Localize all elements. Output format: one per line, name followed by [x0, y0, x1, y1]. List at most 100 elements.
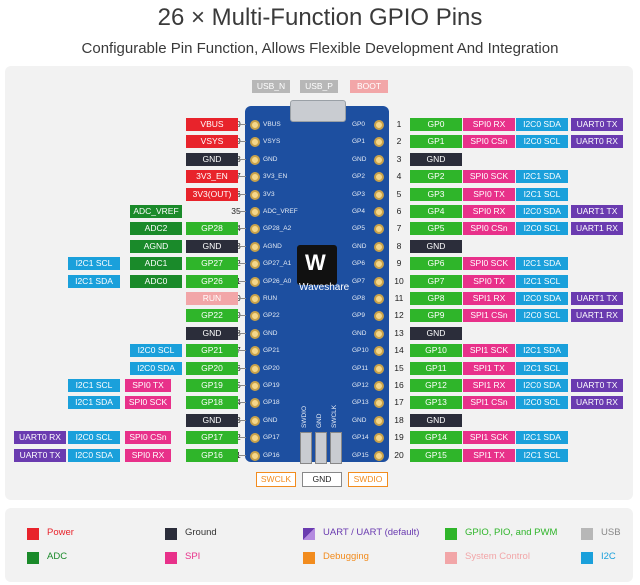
leader-line [238, 158, 246, 160]
left-pin-label-power: VSYS [186, 135, 238, 149]
right-pin-label-spi: SPI0 RX [463, 205, 515, 218]
leader-line [238, 419, 246, 421]
pin-number: 19 [394, 432, 404, 443]
right-pin-label-spi: SPI0 TX [463, 187, 515, 201]
pin-silk-label: GP13 [352, 399, 369, 407]
pin-pad [250, 154, 260, 165]
leader-line [238, 367, 246, 369]
right-pin-label-gpio: GP10 [410, 344, 462, 358]
pin-silk-label: GND [352, 329, 367, 337]
right-pin-label-i2c: I2C0 SCL [516, 396, 568, 410]
page-title: 26 × Multi-Function GPIO Pins [157, 4, 483, 31]
bottom-label-ground: GND [302, 472, 342, 487]
pin-number: 16 [394, 380, 404, 390]
left-pin-label-adc: ADC0 [130, 274, 182, 288]
usb-connector [290, 100, 346, 122]
left-pin-label-ground: GND [186, 413, 238, 427]
leader-line [238, 350, 246, 352]
right-pin-label-spi: SPI0 SCK [463, 170, 515, 184]
left-pin-label-adc: ADC1 [130, 257, 182, 271]
left-pin-label-adc: ADC2 [130, 222, 182, 236]
pin-silk-label: GP21 [263, 347, 280, 355]
bottom-label-debug: SWCLK [256, 472, 296, 487]
right-pin-label-spi: SPI1 TX [463, 448, 515, 462]
right-pin-label-gpio: GP8 [410, 292, 462, 305]
left-pin-label-spi: SPI0 SCK [125, 396, 171, 410]
right-pin-label-ground: GND [410, 413, 462, 427]
right-pin-label-gpio: GP13 [410, 396, 462, 410]
pin-silk-label: GP3 [352, 190, 366, 198]
left-pin-label-i2c: I2C0 SCL [130, 344, 182, 358]
pin-pad [374, 172, 384, 183]
right-pin-label-spi: SPI1 SCK [463, 344, 515, 358]
leader-line [238, 211, 246, 212]
right-pin-label-spi: SPI1 CSn [463, 309, 515, 323]
legend-label: ADC [47, 551, 68, 562]
pin-silk-label: GP10 [352, 347, 369, 355]
pin-pad [374, 224, 384, 235]
pin-silk-label: GND [263, 416, 278, 424]
pin-pad [250, 381, 260, 391]
left-pin-label-i2c: I2C1 SDA [68, 396, 120, 410]
right-pin-label-uart_default: UART0 TX [571, 118, 623, 131]
pin-pad [250, 189, 260, 200]
right-pin-label-i2c: I2C0 SDA [516, 205, 568, 218]
leader-line [238, 332, 246, 334]
waveshare-logo-icon: W [305, 250, 326, 275]
leader-line [238, 280, 246, 282]
right-pin-label-i2c: I2C0 SCL [516, 135, 568, 149]
legend-label: Ground [185, 527, 217, 538]
pin-pad [374, 189, 384, 200]
pin-pad [250, 259, 260, 270]
pin-silk-label: GP14 [352, 434, 369, 442]
pin-number: 7 [396, 223, 402, 234]
pin-silk-label: GND [352, 416, 367, 424]
swd-label: GND [316, 413, 323, 428]
pin-number: 17 [394, 397, 404, 408]
left-pin-label-ground: GND [186, 326, 238, 340]
pin-number: 12 [394, 310, 404, 321]
right-pin-label-gpio: GP11 [410, 361, 462, 375]
left-pin-label-spi: SPI0 TX [125, 379, 171, 392]
right-pin-label-gpio: GP2 [410, 170, 462, 184]
pin-silk-label: VSYS [263, 138, 281, 146]
left-pin-label-i2c: I2C1 SCL [68, 379, 120, 392]
pin-pad [374, 328, 384, 339]
right-pin-label-gpio: GP9 [410, 309, 462, 323]
right-pin-label-gpio: GP4 [410, 205, 462, 218]
legend-swatch-adc [27, 552, 39, 564]
pin-silk-label: GP8 [352, 295, 366, 302]
pin-silk-label: VBUS [263, 121, 281, 128]
leader-line [238, 454, 246, 456]
leader-line [238, 263, 246, 265]
right-pin-label-spi: SPI0 RX [463, 118, 515, 131]
pin-number: 11 [394, 293, 404, 303]
pin-number: 18 [394, 414, 404, 425]
leader-line [238, 228, 246, 230]
leader-line [238, 437, 246, 439]
pin-silk-label: GP4 [352, 208, 366, 215]
left-pin-label-gpio: GP19 [186, 379, 238, 392]
pin-silk-label: GP7 [352, 277, 366, 285]
left-pin-label-power: 3V3(OUT) [186, 187, 238, 201]
left-pin-label-uart: UART0 RX [14, 431, 66, 445]
right-pin-label-gpio: GP14 [410, 431, 462, 445]
pin-silk-label: GP11 [352, 364, 369, 372]
right-pin-label-i2c: I2C1 SCL [516, 361, 568, 375]
pin-pad [374, 346, 384, 357]
left-pin-label-gpio: GP27 [186, 257, 238, 271]
legend-swatch-ground [165, 528, 177, 540]
right-pin-label-spi: SPI1 RX [463, 379, 515, 392]
pin-silk-label: GP9 [352, 312, 366, 320]
pin-pad [250, 415, 260, 426]
right-pin-label-i2c: I2C1 SDA [516, 170, 568, 184]
swd-label: SWCLK [331, 404, 338, 428]
pin-number: 35 [231, 206, 241, 216]
legend-label: USB [601, 527, 621, 538]
left-pin-label-ground: GND [186, 239, 238, 253]
right-pin-label-gpio: GP0 [410, 118, 462, 131]
pin-silk-label: RUN [263, 295, 278, 302]
pin-silk-label: GP5 [352, 225, 366, 233]
pin-pad [250, 294, 260, 304]
legend-label: Power [47, 527, 74, 538]
